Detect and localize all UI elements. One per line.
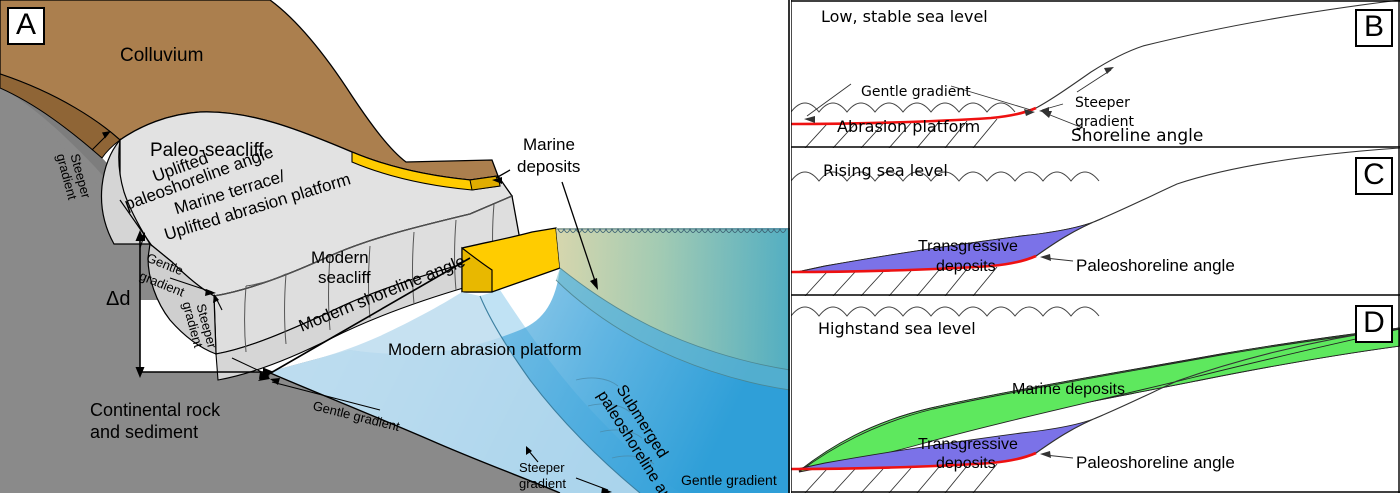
- bedrock-hatching-c: [804, 266, 998, 296]
- uplifted-marine-deposit-side: [469, 175, 501, 191]
- coastal-slope-b: [1035, 0, 1400, 109]
- terrace-left-face: [147, 242, 217, 355]
- submerged-shoreline-angle-line: [479, 295, 641, 493]
- bedrock-seafloor-contact: [267, 371, 561, 493]
- sea-level-scallops-b: [791, 102, 1016, 113]
- coastal-slope-c: [1035, 148, 1400, 257]
- annot-gentle-b-arrow2: [1024, 109, 1035, 116]
- annot-shoreline-angle-b: [1044, 112, 1084, 129]
- annot-paleoshoreline-d-arrow: [1040, 451, 1051, 458]
- panel-a-graphic: [0, 0, 790, 493]
- panel-tag-b: B: [1355, 9, 1393, 47]
- coastal-slope-d: [1035, 327, 1400, 454]
- panel-c-graphic: [791, 148, 1400, 296]
- abrasion-platform-line-d: [791, 451, 1037, 471]
- marine-deposit-sheet-underside: [556, 268, 790, 390]
- annot-gentle-mid: [139, 232, 216, 296]
- annot-paleoshoreline-c-arrow: [1040, 254, 1051, 261]
- colluvium-shadow-edge: [0, 73, 121, 159]
- annot-steeper-mid: [213, 294, 270, 379]
- annot-gentle-b-arrow1: [804, 116, 815, 123]
- panel-d-graphic: [791, 296, 1400, 493]
- panel-c: Rising sea level Transgressive deposits …: [791, 148, 1400, 296]
- marine-deposit-sheet-green: [556, 228, 790, 370]
- panel-d: Highstand sea level Marine deposits Tran…: [791, 296, 1400, 493]
- annot-steeper-upper: [91, 131, 111, 151]
- delta-d-arrow-bottom: [135, 367, 145, 378]
- submerged-scarp-lines: [575, 377, 655, 465]
- abrasion-platform-line-b: [791, 106, 1037, 126]
- annot-gentle-lower-line: [271, 381, 381, 411]
- annot-steeper-lower: [526, 446, 612, 493]
- panel-b-graphic: [791, 0, 1400, 148]
- delta-d-measure: [139, 236, 268, 373]
- sea-surface-line: [556, 227, 790, 233]
- paleoshoreline-leader-a: [119, 199, 153, 247]
- annot-gentle-lower-arrow: [270, 378, 280, 385]
- panel-tag-c: C: [1355, 157, 1393, 195]
- panel-a: Colluvium Paleo-seacliff Uplifted paleos…: [0, 0, 790, 493]
- deep-water-wedge: [480, 290, 680, 493]
- modern-abrasion-platform-shallow: [268, 292, 640, 493]
- annot-shoreline-angle-b-arrow: [1041, 111, 1052, 118]
- bedrock-hatching-d: [804, 463, 998, 493]
- panel-tag-a: A: [7, 7, 45, 45]
- bedrock-hatching-b: [804, 118, 998, 148]
- continental-rock-body: [0, 78, 560, 493]
- abrasion-platform-line-c: [791, 254, 1037, 274]
- sea-level-scallops-c: [791, 171, 1100, 182]
- terrace-step-lines: [213, 195, 513, 297]
- panel-tag-d: D: [1355, 305, 1393, 343]
- marine-deposit-sheet-edges: [555, 267, 790, 391]
- panel-b: Low, stable sea level Gentle gradient Ab…: [791, 0, 1400, 148]
- annot-marine-deposits: [492, 169, 598, 290]
- paleo-seacliff-face: [100, 137, 152, 245]
- terrace-joint-lines: [244, 203, 495, 353]
- sea-level-scallops-d: [791, 306, 1100, 317]
- modern-shoreline-angle-line: [261, 257, 471, 379]
- annot-steeper-b-arrow1: [1104, 67, 1114, 74]
- annot-gentle-b: [806, 83, 1032, 117]
